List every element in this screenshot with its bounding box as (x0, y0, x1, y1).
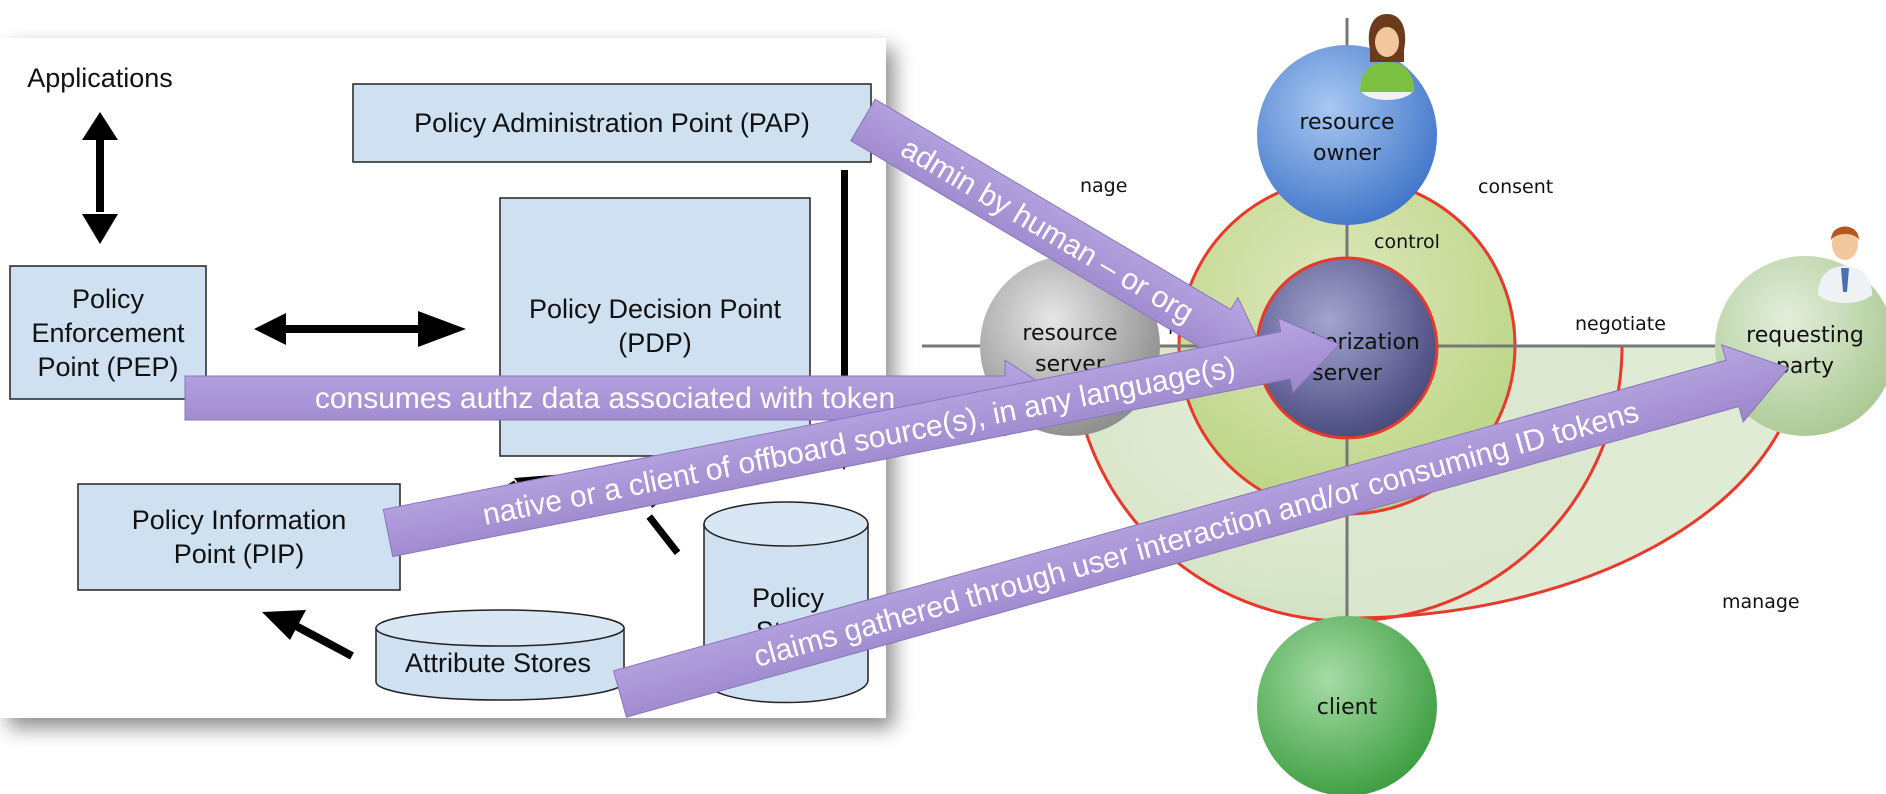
pdp-label-1: Policy Decision Point (529, 294, 782, 324)
pdp-label-2: (PDP) (618, 328, 692, 358)
pap-box (352, 83, 872, 163)
edge-negotiate: negotiate (1575, 313, 1666, 335)
authorization-server-label-2: server (1312, 361, 1383, 386)
applications-label: Applications (27, 63, 173, 93)
client-node (1257, 616, 1437, 794)
applications-arrow (82, 112, 118, 244)
edge-consent: consent (1478, 176, 1553, 198)
pip-label-2: Point (PIP) (174, 539, 305, 569)
pap-label: Policy Administration Point (PAP) (414, 108, 810, 138)
policy-store-label-1: Policy (752, 583, 825, 613)
pep-label-2: Enforcement (31, 318, 185, 348)
requesting-party-label-1: requesting (1746, 323, 1864, 348)
attribute-stores-label: Attribute Stores (405, 648, 591, 678)
edge-manage-partial: nage (1080, 175, 1127, 197)
edge-manage: manage (1722, 591, 1800, 613)
pep-label-1: Policy (72, 284, 145, 314)
pip-label-1: Policy Information (132, 505, 347, 535)
resource-server-label-1: resource (1022, 321, 1117, 346)
client-label: client (1317, 695, 1378, 720)
annotation-arrow-consumes: consumes authz data associated with toke… (184, 359, 1064, 437)
edge-control: control (1374, 231, 1440, 253)
resource-owner-label-1: resource (1299, 110, 1394, 135)
pep-pdp-arrow (254, 311, 466, 347)
resource-owner-node (1257, 45, 1437, 225)
attributes-pip-arrow (262, 610, 354, 660)
pep-box (9, 265, 207, 400)
pep-label-3: Point (PEP) (37, 352, 178, 382)
attribute-stores-cylinder (375, 609, 625, 701)
resource-owner-person-icon (1360, 14, 1414, 100)
resource-owner-label-2: owner (1313, 141, 1382, 166)
requesting-party-person-icon (1818, 226, 1872, 303)
annotation-consumes-text: consumes authz data associated with toke… (315, 382, 895, 415)
pip-box (77, 483, 401, 591)
